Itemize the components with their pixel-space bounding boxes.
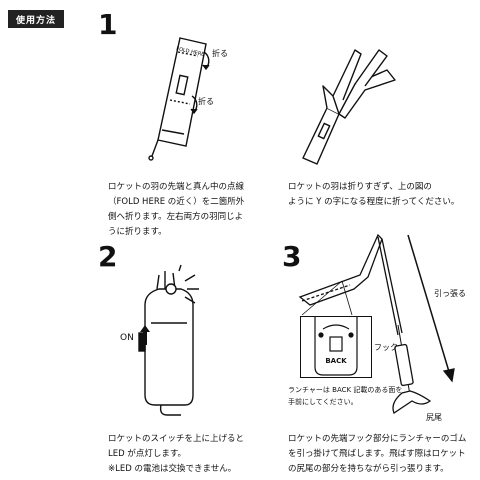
rocket-led-illustration — [138, 264, 199, 416]
step1-caption-left: ロケットの羽の先端と真ん中の点線 （FOLD HERE の近く）を二箇所外 側へ… — [108, 182, 245, 237]
tail-label: 尻尾 — [426, 413, 442, 422]
back-label: BACK — [325, 357, 347, 365]
step2-caption: ロケットのスイッチを上に上げると LED が点灯します。 ※LED の電池は交換… — [108, 434, 245, 474]
step-number-1: 1 — [98, 8, 118, 41]
up-arrow-icon — [140, 325, 150, 345]
rocket-flat-illustration: FOLD HERE — [148, 37, 210, 161]
fold-label-bottom: 折る — [198, 97, 214, 106]
launcher-note: ランチャーは BACK 記載のある面を 手前にしてください。 — [288, 386, 403, 406]
step3-caption: ロケットの先端フック部分にランチャーのゴム を引っ掛けて飛ばします。飛ばす際はロ… — [288, 434, 467, 474]
step1-caption-right: ロケットの羽は折りすぎず、上の図の ように Y の字になる程度に折ってください。 — [288, 182, 460, 207]
step-number-3: 3 — [282, 240, 302, 273]
back-zoom-box: BACK — [300, 316, 372, 378]
fold-here-text: FOLD HERE — [176, 46, 205, 58]
fold-label-top: 折る — [212, 49, 228, 58]
rocket-y-shape-illustration — [302, 49, 396, 165]
section-title: 使用方法 — [8, 10, 64, 28]
hook-label: フック — [374, 343, 398, 352]
pull-label: 引っ張る — [434, 289, 466, 298]
step-number-2: 2 — [98, 240, 118, 273]
launcher-illustration — [298, 233, 455, 414]
on-label: ON — [120, 333, 134, 343]
